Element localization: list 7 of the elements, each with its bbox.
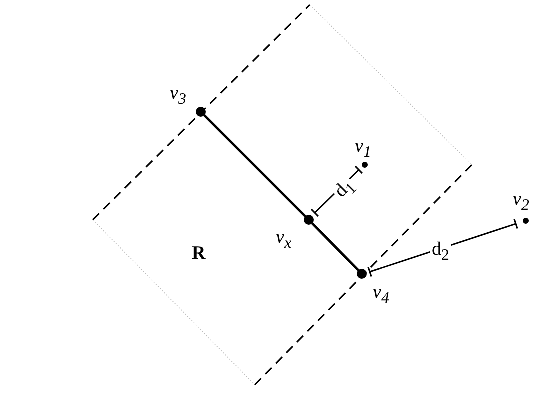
point-label: ν$_{4}$	[373, 283, 390, 307]
line-segment	[204, 114, 306, 218]
point-label: ν$_{3}$	[170, 84, 186, 108]
point-label: ν$_{1}$	[355, 137, 372, 161]
point-label: ν$_{2}$	[513, 190, 530, 214]
line-segment	[312, 222, 360, 272]
point-label: ν$_{x}$	[276, 228, 292, 252]
